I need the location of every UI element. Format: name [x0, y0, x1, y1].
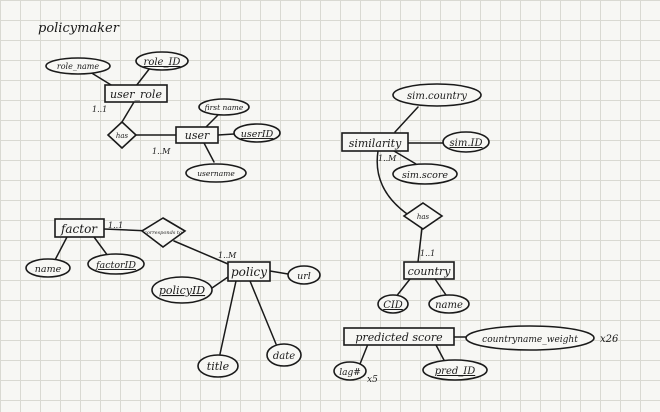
attribute-title[interactable]: title	[197, 354, 239, 378]
edge-corresponds-policy	[173, 240, 229, 265]
attribute-label: policyID	[159, 284, 205, 297]
attribute-label: url	[297, 271, 311, 282]
relationship-label: has	[417, 213, 430, 221]
edge-has-country	[417, 227, 423, 263]
attribute-label: factorID	[95, 260, 136, 271]
attribute-factorid[interactable]: factorID	[87, 253, 145, 275]
attribute-label: userID	[241, 129, 274, 140]
attribute-label: sim.score	[402, 170, 448, 181]
edge-date-policy	[249, 280, 277, 345]
attribute-userid[interactable]: userID	[233, 123, 281, 143]
diagram-title: policymaker	[38, 21, 120, 36]
entity-factor[interactable]: factor	[54, 218, 105, 238]
entity-user[interactable]: user	[175, 126, 219, 144]
attribute-label: pred_ID	[435, 366, 475, 377]
attribute-label: name	[35, 264, 62, 275]
cardinality-factor: 1..1	[108, 221, 123, 230]
entity-label: predicted score	[355, 331, 443, 344]
attribute-first-name[interactable]: first name	[198, 98, 250, 116]
cardinality-user-role: 1..1	[92, 105, 107, 114]
relationship-corresponds-to[interactable]: corresponds to	[140, 217, 187, 248]
multiplicity-weight: x26	[600, 334, 619, 345]
edge-url-policy	[269, 270, 289, 275]
edge-policyid-policy	[211, 276, 229, 289]
edge-user-role-has	[121, 101, 135, 123]
attribute-cid[interactable]: CID	[377, 294, 409, 314]
edge-factor-name	[54, 236, 68, 261]
entity-user-role[interactable]: user_role	[104, 84, 168, 103]
attribute-label: date	[273, 351, 295, 362]
edge-role-id-user-role	[135, 67, 151, 87]
attribute-label: role_name	[57, 62, 99, 71]
attribute-label: lag#	[339, 368, 361, 378]
edge-userid-user	[217, 133, 235, 136]
attribute-policyid[interactable]: policyID	[151, 276, 213, 304]
entity-label: country	[408, 265, 452, 278]
multiplicity-lag: x5	[367, 375, 378, 385]
entity-label: similarity	[349, 137, 402, 150]
attribute-countryname-weight[interactable]: countryname_weight	[465, 325, 595, 351]
attribute-factor-name[interactable]: name	[25, 258, 71, 278]
attribute-sim-id[interactable]: sim.ID	[442, 131, 490, 153]
entity-predicted-score[interactable]: predicted score	[343, 327, 455, 346]
attribute-label: first name	[204, 103, 244, 112]
edge-sim-country-similarity	[394, 106, 419, 133]
entity-country[interactable]: country	[403, 261, 455, 280]
cardinality-policy: 1..M	[218, 251, 237, 260]
entity-label: user_role	[110, 88, 162, 101]
edge-sim-score-similarity	[393, 150, 417, 165]
attribute-label: countryname_weight	[482, 335, 578, 345]
attribute-label: sim.ID	[450, 138, 483, 149]
attribute-url[interactable]: url	[287, 265, 321, 285]
entity-label: policy	[231, 265, 267, 279]
edge-predicted-score-lag	[359, 343, 369, 365]
relationship-label: has	[116, 132, 129, 140]
entity-label: user	[185, 129, 210, 142]
attribute-label: role_ID	[144, 57, 181, 68]
attribute-lag[interactable]: lag#	[333, 361, 367, 381]
edge-factor-factorid	[93, 236, 109, 257]
edges	[54, 67, 471, 365]
entity-policy[interactable]: policy	[227, 261, 271, 282]
attribute-label: title	[207, 360, 230, 373]
entity-label: factor	[60, 222, 98, 236]
attribute-label: username	[197, 169, 235, 178]
edge-title-policy	[219, 280, 237, 355]
attribute-label: CID	[383, 300, 403, 311]
edge-similarity-has	[376, 150, 411, 217]
attribute-role-name[interactable]: role_name	[45, 57, 111, 75]
edge-predicted-score-pred-id	[435, 344, 446, 363]
edge-name-country	[434, 278, 447, 296]
attribute-sim-country[interactable]: sim.country	[392, 83, 482, 107]
attribute-date[interactable]: date	[266, 343, 302, 367]
cardinality-country: 1..1	[420, 249, 435, 258]
relationship-has-country[interactable]: has	[402, 202, 444, 230]
entity-similarity[interactable]: similarity	[341, 132, 409, 152]
cardinality-similarity: 1..M	[378, 154, 397, 163]
attribute-pred-id[interactable]: pred_ID	[422, 359, 488, 381]
attribute-role-id[interactable]: role_ID	[135, 51, 189, 71]
attribute-username[interactable]: username	[185, 163, 247, 183]
attribute-label: sim.country	[407, 91, 467, 102]
attribute-sim-score[interactable]: sim.score	[392, 163, 458, 185]
edge-firstname-user	[204, 114, 219, 129]
cardinality-user: 1..M	[152, 147, 171, 156]
relationship-label: corresponds to	[144, 230, 182, 236]
relationship-has-user[interactable]: has	[106, 120, 138, 150]
edge-username-user	[203, 142, 215, 163]
attribute-label: name	[435, 300, 463, 311]
attribute-country-name[interactable]: name	[428, 294, 470, 314]
